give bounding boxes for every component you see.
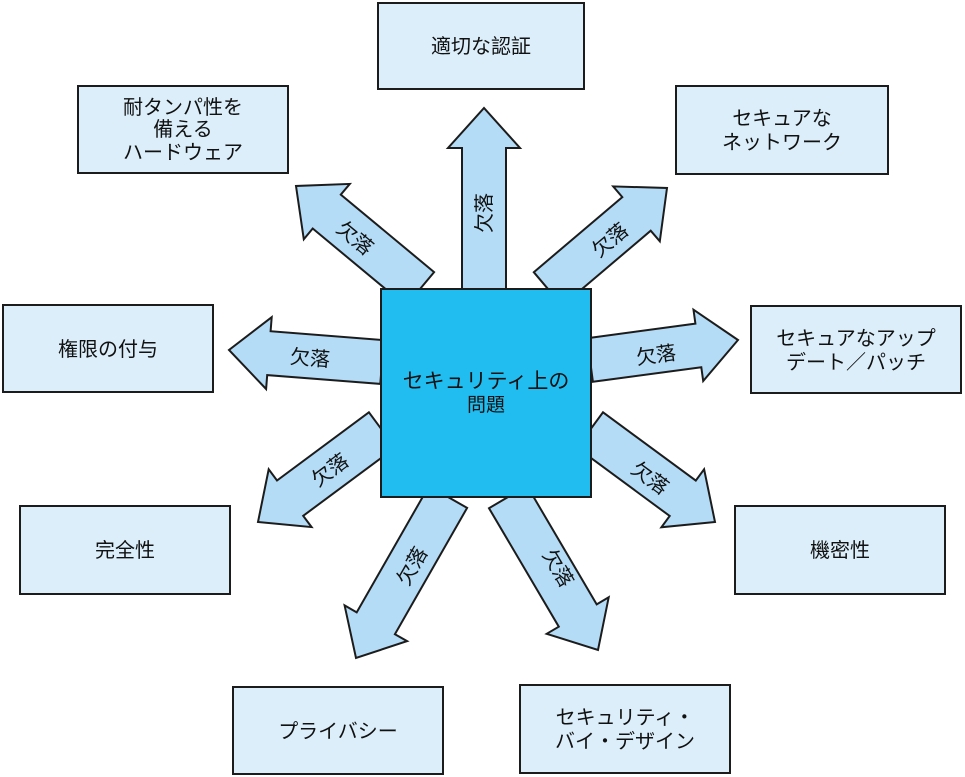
box-secure-network-line-2: ネットワーク [722,130,842,154]
box-security-by-design-line-1: セキュリティ・ [555,705,695,729]
arrow-integrity [256,410,397,529]
arrow-secure-updates [585,307,740,384]
box-integrity: 完全性 [19,505,231,595]
box-secure-updates-line-2: デート／パッチ [785,349,926,374]
box-confidentiality: 機密性 [734,505,946,595]
box-secure-network: セキュアな ネットワーク [675,85,889,175]
arrow-label-secure-updates: 欠落 [635,340,678,369]
box-tamper-resistant-hardware-line-3: ハードウェア [123,139,243,164]
box-secure-updates: セキュアなアップ デート／パッチ [750,305,962,394]
box-tamper-resistant-hardware-line-2: 備える [153,117,213,142]
box-privacy: プライバシー [232,686,444,775]
arrow-authentication [445,106,523,291]
arrow-label-authentication: 欠落 [472,193,496,233]
center-title-line-1: セキュリティ上の [402,369,570,393]
box-authorization: 権限の付与 [2,304,214,393]
center-box: セキュリティ上の 問題 [380,288,592,498]
arrow-confidentiality [575,410,717,529]
box-authentication-line-1: 適切な認証 [431,34,531,58]
box-secure-updates-line-1: セキュアなアップ [776,325,936,350]
box-secure-network-line-1: セキュアな [732,106,832,130]
box-integrity-line-1: 完全性 [95,538,155,562]
box-tamper-resistant-hardware-line-1: 耐タンパ性を [123,94,243,119]
box-confidentiality-line-1: 機密性 [810,538,870,562]
arrow-privacy [343,484,469,660]
box-security-by-design-line-2: バイ・デザイン [555,729,695,753]
box-security-by-design: セキュリティ・ バイ・デザイン [519,684,731,774]
center-title-line-2: 問題 [466,394,505,417]
box-privacy-line-1: プライバシー [278,718,398,743]
box-authorization-line-1: 権限の付与 [58,336,158,361]
arrow-authorization [227,315,385,392]
arrow-security-by-design [487,484,611,652]
arrow-secure-network [532,185,669,308]
arrow-label-authorization: 欠落 [289,344,331,371]
box-authentication: 適切な認証 [377,2,585,90]
box-tamper-resistant-hardware: 耐タンパ性を 備える ハードウェア [77,85,289,174]
